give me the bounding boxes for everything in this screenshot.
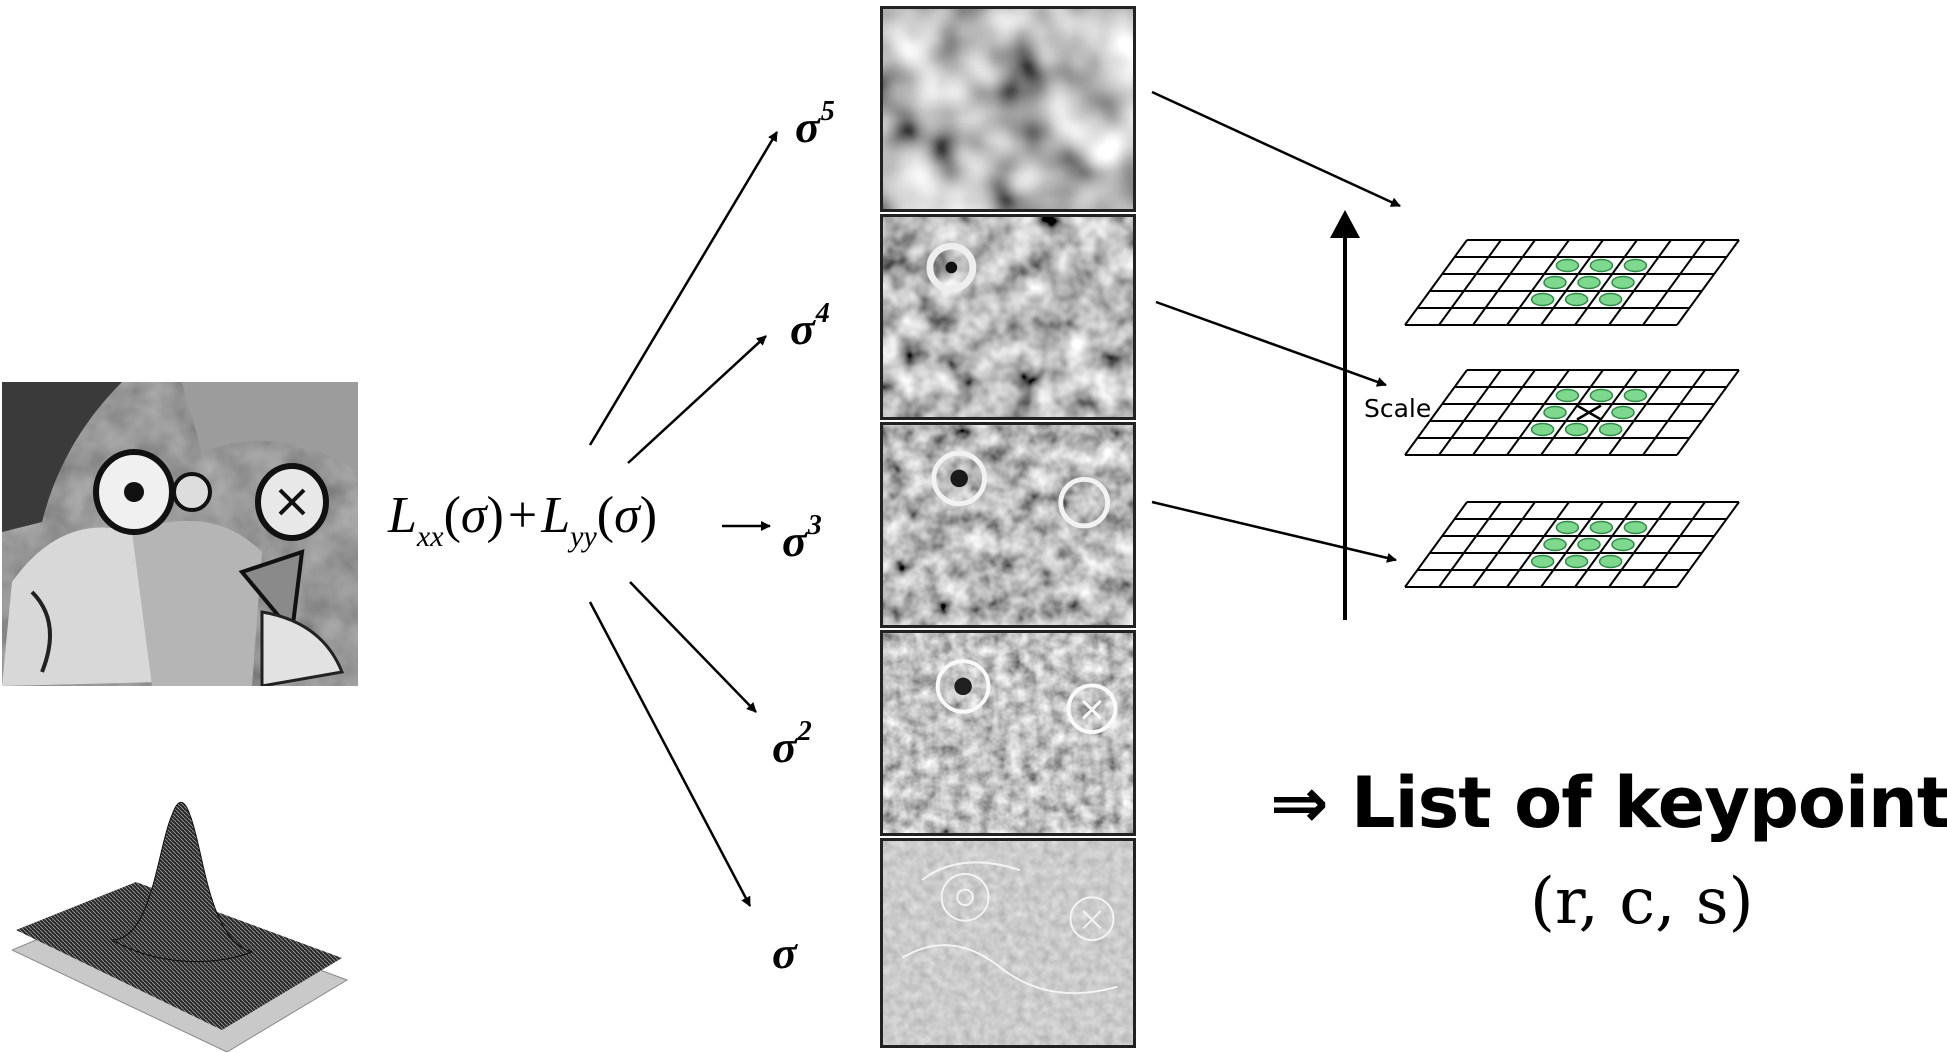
sigma1-label: σ — [772, 927, 797, 978]
grid-bottom — [1404, 501, 1740, 588]
arrow-panel3-to-grid — [1151, 500, 1397, 563]
neighbor-marker — [1623, 520, 1648, 535]
input-image — [2, 382, 358, 686]
neighbor-marker — [1598, 422, 1623, 437]
neighbor-marker — [1611, 275, 1635, 290]
arrow-panel5-to-grid — [1151, 90, 1401, 208]
sigma4-label: σ4 — [790, 298, 830, 354]
neighbor-marker — [1577, 537, 1601, 552]
neighbor-marker — [1543, 275, 1567, 290]
scale-axis-label: Scale — [1364, 394, 1432, 423]
neighbor-marker — [1598, 292, 1623, 307]
implies-arrow-icon: ⇒ — [1270, 762, 1329, 844]
neighbor-marker — [1598, 554, 1623, 569]
keypoint-tuple: (r, c, s) — [1530, 865, 1754, 939]
response-panel-sigma1 — [880, 838, 1136, 1048]
neighbor-marker — [1530, 422, 1555, 437]
sigma2-label: σ2 — [772, 716, 812, 772]
arrow-to-sigma2 — [629, 581, 757, 713]
arrow-panel4-to-grid — [1155, 300, 1387, 387]
neighbor-marker — [1589, 388, 1614, 403]
neighbor-marker — [1530, 554, 1555, 569]
grid-top — [1404, 239, 1740, 326]
neighbor-marker — [1530, 292, 1555, 307]
neighbor-marker — [1623, 258, 1648, 273]
arrow-to-sigma4 — [627, 335, 767, 464]
scale-space-grids — [1404, 239, 1740, 588]
neighbor-marker — [1564, 292, 1589, 307]
keypoints-result-heading: ⇒ List of keypoints — [1270, 762, 1947, 844]
neighbor-marker — [1611, 537, 1635, 552]
neighbor-marker — [1589, 520, 1614, 535]
gaussian-kernel-plot — [12, 801, 349, 1052]
sigma3-label: σ3 — [782, 510, 822, 566]
neighbor-marker — [1555, 520, 1580, 535]
neighbor-marker — [1623, 388, 1648, 403]
neighbor-marker — [1555, 388, 1580, 403]
response-panel-sigma4 — [880, 214, 1136, 420]
sigma5-label: σ5 — [795, 96, 835, 152]
neighbor-marker — [1611, 405, 1635, 420]
neighbor-marker — [1543, 405, 1567, 420]
neighbor-marker — [1543, 537, 1567, 552]
response-panel-sigma3 — [880, 422, 1136, 628]
neighbor-marker — [1564, 422, 1589, 437]
grid-middle — [1404, 369, 1740, 456]
neighbor-marker — [1564, 554, 1589, 569]
arrow-to-sigma1 — [588, 601, 752, 907]
neighbor-marker — [1555, 258, 1580, 273]
response-panel-sigma5 — [880, 6, 1136, 212]
candidate-keypoint-marker — [1576, 404, 1602, 421]
neighbor-marker — [1577, 275, 1601, 290]
response-panel-sigma2 — [880, 630, 1136, 836]
neighbor-marker — [1589, 258, 1614, 273]
laplacian-formula: Lxx(σ)+Lyy(σ) — [388, 487, 658, 553]
arrow-to-sigma5 — [588, 131, 779, 446]
